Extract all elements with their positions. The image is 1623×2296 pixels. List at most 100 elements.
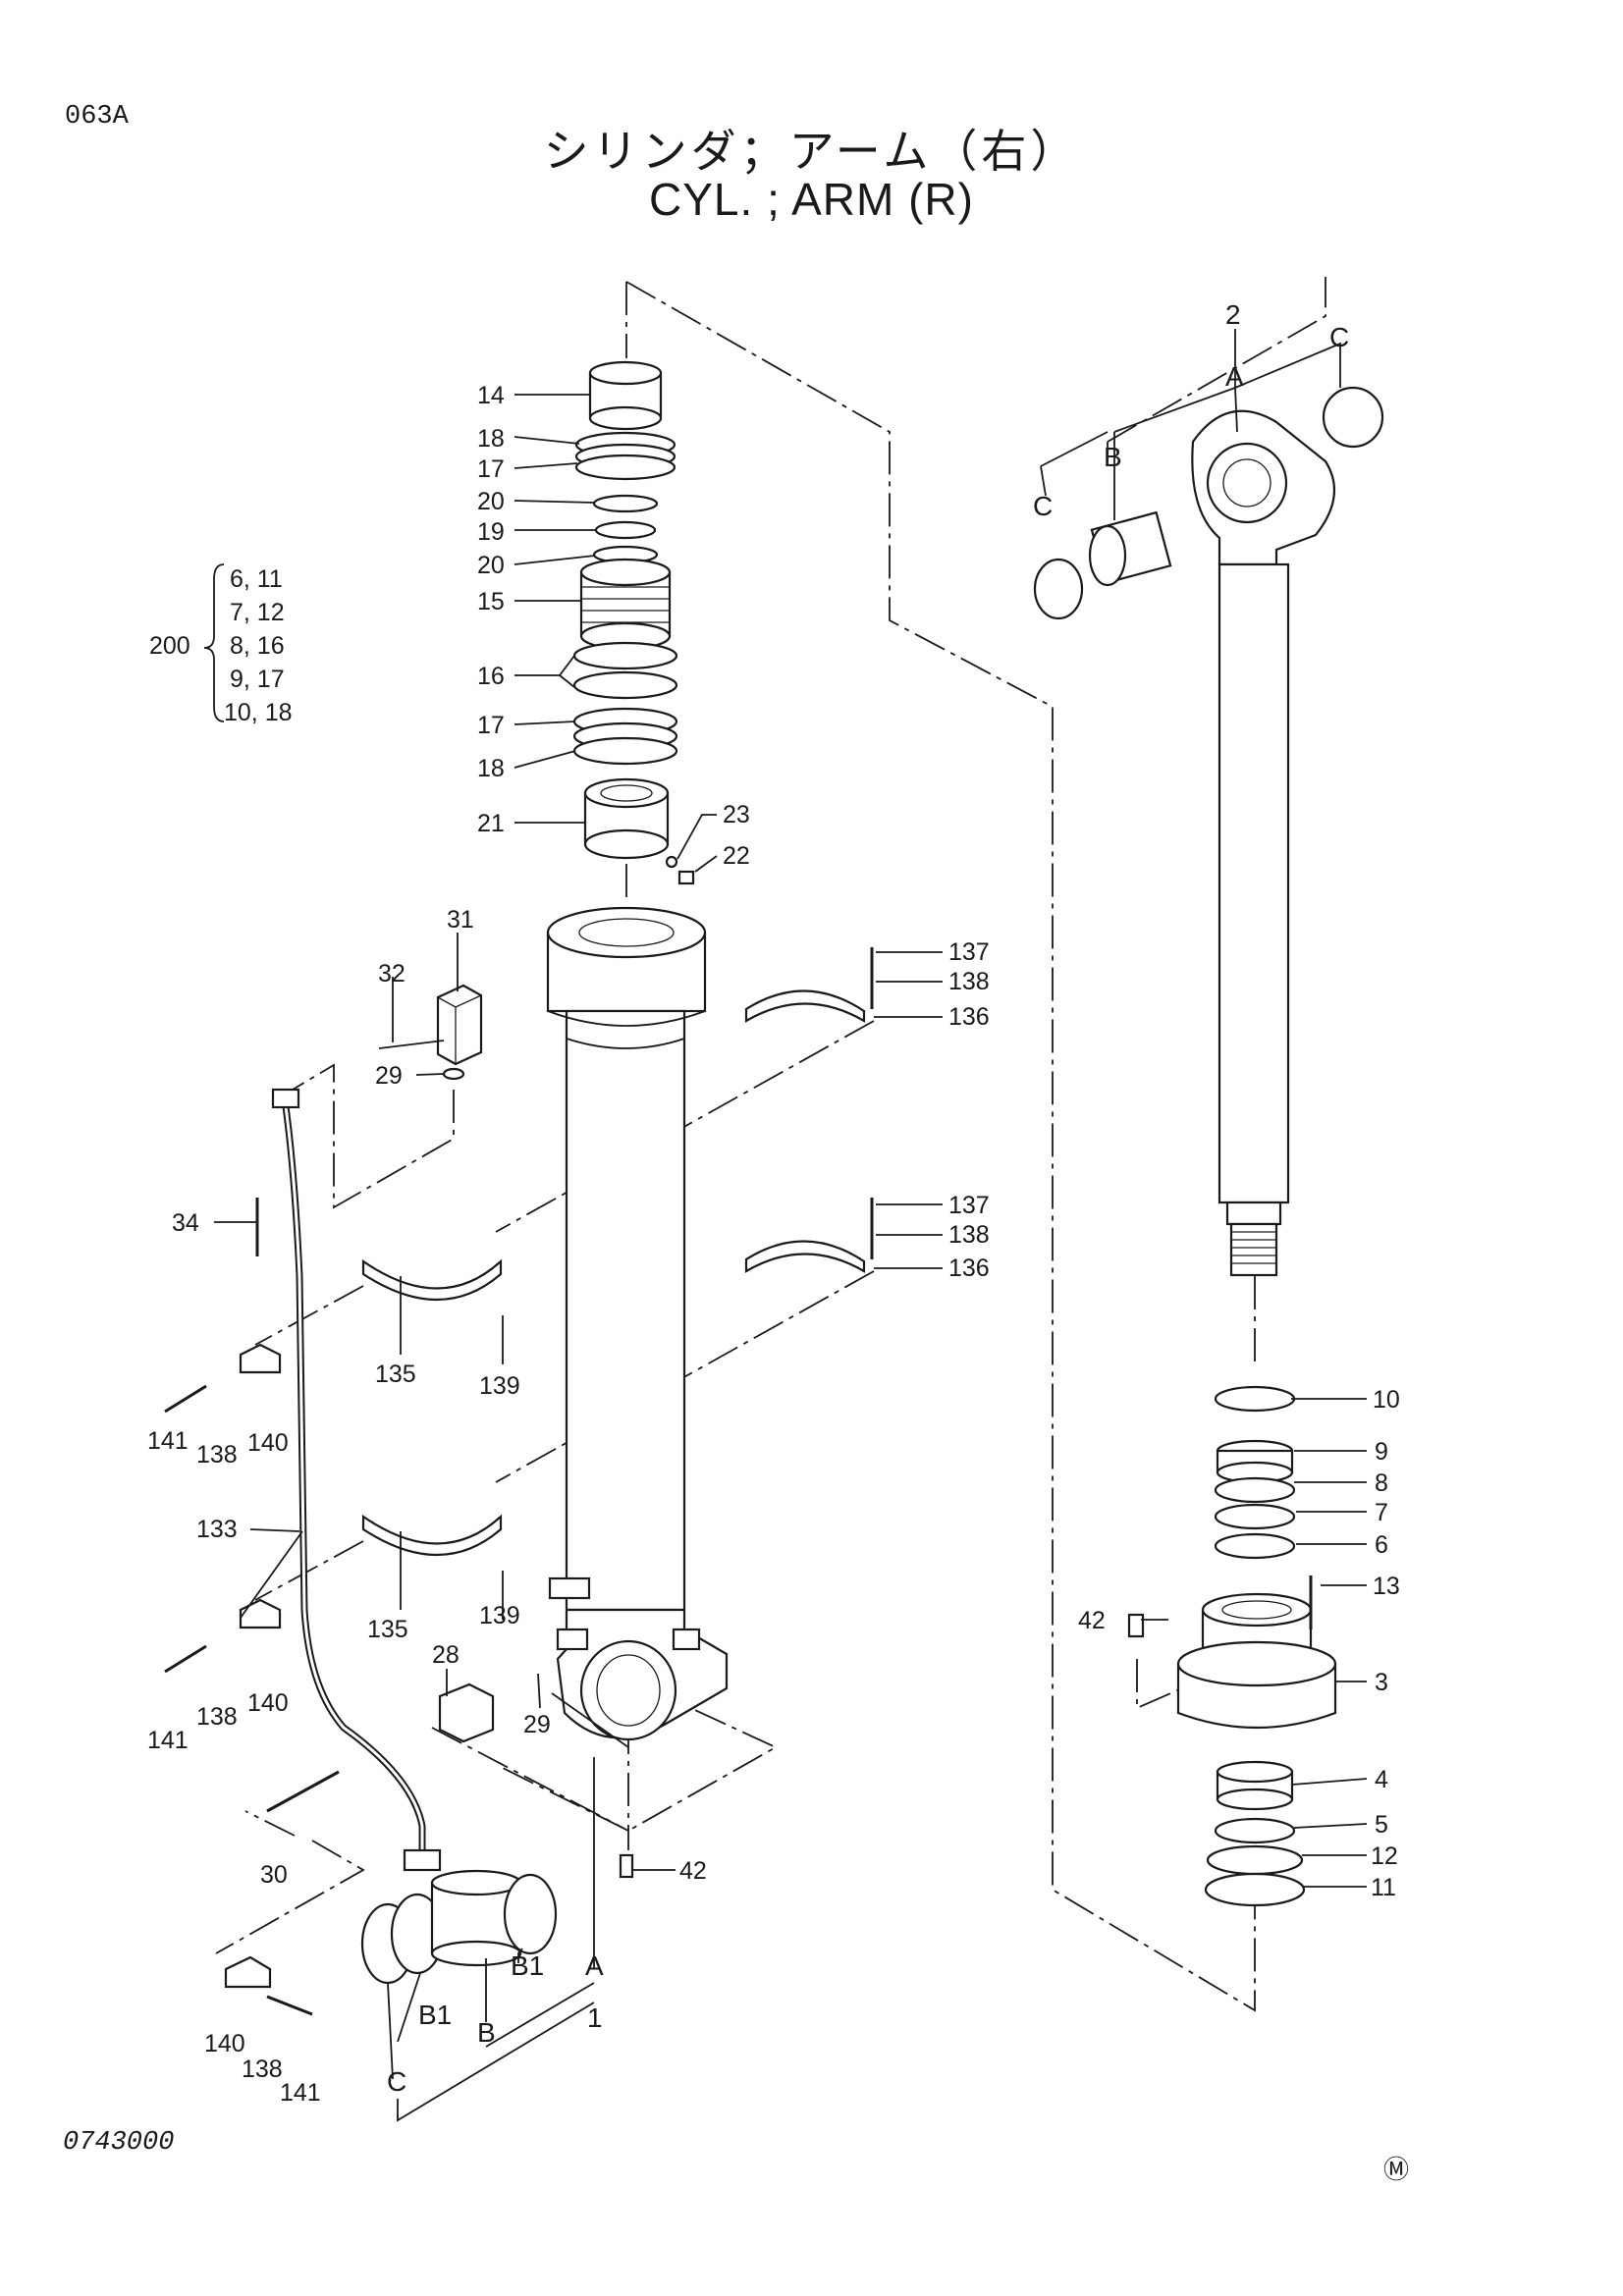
rod-eye-bushing-b (1088, 510, 1172, 587)
callout-5: 5 (1375, 1811, 1388, 1839)
callout-19: 19 (477, 518, 505, 546)
part-22-screw (677, 870, 695, 885)
callout-C-left: C (1033, 491, 1053, 521)
kit-row-1: 6, 11 (230, 565, 283, 593)
part-135-clamp-lower (361, 1514, 503, 1556)
part-14-bushing (588, 360, 663, 431)
pipe-flange-bottom (403, 1848, 442, 1872)
head-lower-rings (1204, 1760, 1306, 1907)
callout-7: 7 (1375, 1499, 1388, 1526)
part-141-bolt-c (266, 1995, 313, 2016)
callout-34: 34 (172, 1209, 199, 1237)
part-140-bracket-a (239, 1343, 282, 1374)
callout-135-lower: 135 (367, 1616, 408, 1643)
part-31-valve-block (436, 984, 483, 1066)
callout-A-rod: A (1225, 361, 1244, 392)
part-32-bolt (378, 1040, 445, 1049)
callout-8: 8 (1375, 1469, 1388, 1497)
kit-row-3: 8, 16 (230, 632, 285, 660)
callout-16: 16 (477, 663, 505, 690)
callout-30: 30 (260, 1861, 288, 1889)
callout-3: 3 (1375, 1669, 1388, 1696)
part-42-grease-fitting (619, 1853, 634, 1879)
callout-18-lower: 18 (477, 755, 505, 782)
callout-20-lower: 20 (477, 552, 505, 579)
callout-10: 10 (1373, 1386, 1400, 1414)
callout-14: 14 (477, 382, 505, 409)
callout-23: 23 (723, 801, 750, 828)
pipe-inner (283, 1098, 424, 1850)
callout-11: 11 (1371, 1874, 1396, 1901)
part-28-sensor (438, 1682, 495, 1743)
callout-B1-left: B1 (418, 2000, 452, 2030)
title-english: CYL. ; ARM (R) (649, 174, 974, 225)
callout-18-upper: 18 (477, 425, 505, 453)
kit-brace (203, 563, 225, 722)
page-code: 063A (65, 102, 129, 132)
callout-2: 2 (1225, 299, 1241, 330)
clamp-left-dashed (254, 1285, 364, 1601)
pin-bushing-assembly (360, 1869, 558, 1985)
callout-42-left: 42 (679, 1857, 707, 1885)
rod-eye-seal-left (1033, 558, 1084, 620)
frame-dashed-line (625, 281, 1256, 2012)
callout-20-upper: 20 (477, 488, 505, 515)
callout-133: 133 (196, 1516, 238, 1543)
part-141-bolt-b (164, 1644, 207, 1674)
part-136-clamp-middle (744, 1198, 874, 1273)
callout-22: 22 (723, 842, 750, 870)
callout-137-upper: 137 (948, 938, 990, 966)
callout-29-lower: 29 (523, 1711, 551, 1738)
callout-C-bottom: C (387, 2066, 406, 2097)
callout-138-left-lower: 138 (196, 1703, 238, 1731)
callout-138-left-upper: 138 (196, 1441, 238, 1468)
callout-140-upper: 140 (247, 1429, 289, 1457)
callout-labels: 14 18 17 20 19 20 15 16 17 18 21 23 22 3… (147, 299, 1400, 2107)
callout-6: 6 (1375, 1531, 1388, 1559)
callout-1: 1 (587, 2002, 603, 2033)
part-3-cylinder-head (1176, 1592, 1337, 1730)
callout-15: 15 (477, 588, 505, 615)
callout-C-right: C (1329, 322, 1349, 352)
callout-135-upper: 135 (375, 1361, 416, 1388)
center-axis-dashed (625, 864, 1256, 1364)
callout-B-rod: B (1104, 442, 1122, 472)
callout-138-lower: 138 (948, 1221, 990, 1249)
title-japanese: シリンダ；アーム（右） (543, 125, 1080, 178)
rings-lower (572, 641, 678, 766)
part-30-bolt (266, 1770, 340, 1813)
part-140-bracket-b (239, 1598, 282, 1629)
bottom-dashed-box (431, 1687, 778, 1833)
sensor-dashed-line (292, 1063, 455, 1209)
rod-packing-rings (1214, 1385, 1296, 1560)
callout-140-bottom: 140 (204, 2030, 245, 2057)
callout-31: 31 (447, 906, 474, 934)
callout-17-upper: 17 (477, 455, 505, 483)
callout-32: 32 (378, 960, 406, 988)
part-42-grease-fitting-right (1127, 1613, 1145, 1638)
callout-141-bottom: 141 (280, 2079, 321, 2107)
part-140-bracket-c (224, 1955, 272, 1989)
bottom-left-dashed (215, 1810, 365, 1954)
part-21-nut (583, 777, 670, 860)
callout-B-bottom: B (477, 2017, 496, 2048)
leader-lines (214, 329, 1368, 2122)
pipe-flange-top (271, 1088, 300, 1109)
callout-21: 21 (477, 810, 505, 837)
callout-4: 4 (1375, 1766, 1388, 1793)
rings-upper (574, 431, 676, 564)
callout-137-lower: 137 (948, 1192, 990, 1219)
part-29-oring (442, 1067, 465, 1081)
callout-139-lower: 139 (479, 1602, 520, 1629)
kit-row-4: 9, 17 (230, 666, 285, 693)
callout-29-upper: 29 (375, 1062, 403, 1090)
callout-42-right: 42 (1078, 1607, 1106, 1634)
callout-28: 28 (432, 1641, 460, 1669)
kit-row-2: 7, 12 (230, 599, 285, 626)
callout-139-upper: 139 (479, 1372, 520, 1400)
callout-141-lower: 141 (147, 1727, 189, 1754)
rod-eye-seal-right (1322, 386, 1384, 449)
callout-140-lower: 140 (247, 1689, 289, 1717)
rod-top-dashed-line (1107, 277, 1326, 466)
